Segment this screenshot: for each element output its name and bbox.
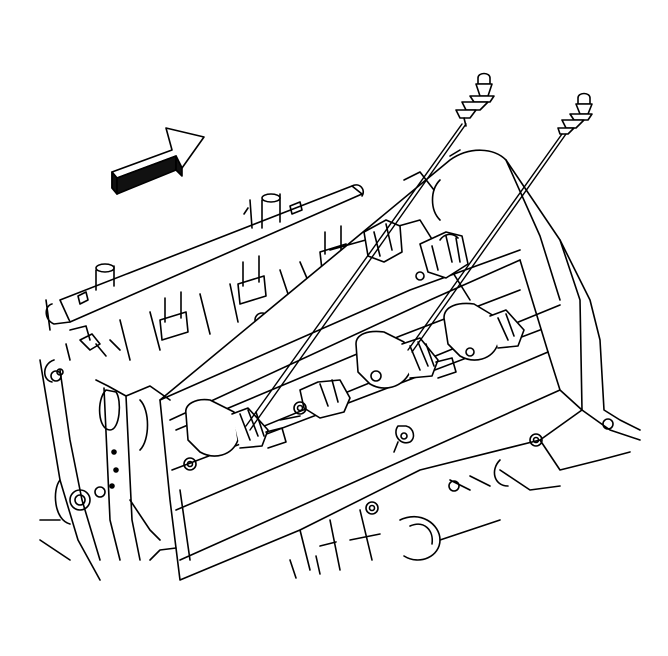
engine-block-right	[493, 239, 641, 491]
ignition-coil-3	[355, 330, 457, 389]
fuel-rail	[45, 184, 365, 325]
manifold-hardware	[56, 149, 461, 376]
bolt-icon	[455, 72, 495, 127]
ignition-coil-5	[415, 231, 469, 281]
callout-leader-lines	[245, 123, 567, 431]
ignition-coil-2	[279, 379, 351, 421]
ignition-coil-1	[183, 398, 287, 471]
front-direction-arrow-icon	[111, 127, 205, 195]
engine-bracket	[39, 299, 141, 581]
engine-block-left-lower	[39, 385, 177, 561]
engine-block-lower	[289, 475, 501, 579]
bolt-icon	[557, 92, 593, 135]
ignition-coil-4	[443, 302, 525, 361]
